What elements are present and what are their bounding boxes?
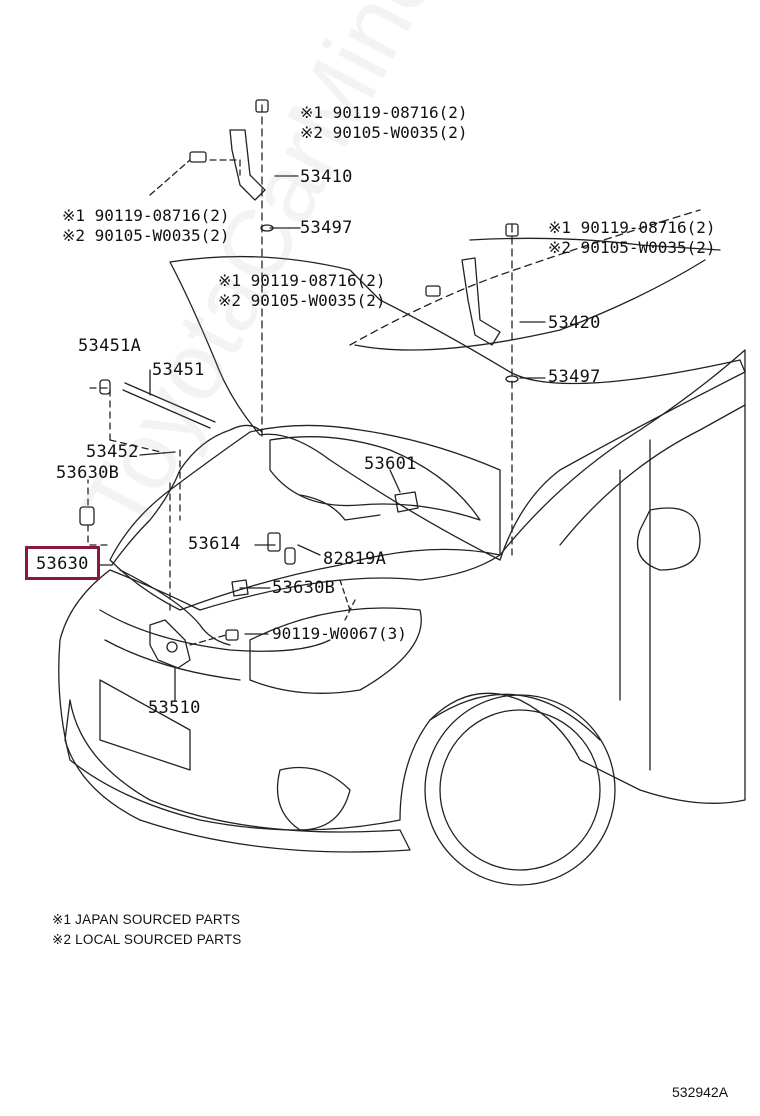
hood-panel (169, 255, 746, 561)
part-53410-label: 53410 (300, 167, 353, 187)
bolt-callout-mid-line1: ※1 90119-08716(2) (218, 271, 386, 290)
front-bumper (64, 699, 411, 853)
side-mirror (636, 507, 701, 571)
part-53510-label: 53510 (148, 698, 201, 718)
bolt-90119-W0067-label: 90119-W0067(3) (272, 624, 407, 643)
part-53630-label: 53630 (36, 554, 89, 574)
hood-lock (149, 619, 191, 669)
headlamp (249, 607, 422, 694)
car-body (58, 349, 746, 831)
bolt-callout-top-line1: ※1 90119-08716(2) (300, 103, 468, 122)
bolt-callout-right-line1: ※1 90119-08716(2) (548, 218, 716, 237)
part-53630B-lower-label: 53630B (272, 578, 336, 598)
hood-rod (122, 382, 216, 429)
part-53630B-upper-label: 53630B (56, 463, 120, 483)
part-82819A-label: 82819A (323, 549, 387, 569)
hinge-left (229, 129, 266, 201)
part-53451-label: 53451 (152, 360, 205, 380)
part-53601-label: 53601 (364, 454, 417, 474)
bolt-callout-mid-line2: ※2 90105-W0035(2) (218, 291, 386, 310)
part-53452-label: 53452 (86, 442, 139, 462)
hood-switch (394, 491, 419, 513)
engine-bay (109, 424, 501, 611)
hinge-right (461, 257, 501, 346)
bolt-callout-left-line2: ※2 90105-W0035(2) (62, 226, 230, 245)
bolt-callout-top-line2: ※2 90105-W0035(2) (300, 123, 468, 142)
footnote-local: ※2 LOCAL SOURCED PARTS (52, 932, 242, 947)
grille (99, 609, 331, 771)
part-53497-top-label: 53497 (300, 218, 353, 238)
part-53420-label: 53420 (548, 313, 601, 333)
part-53614-label: 53614 (188, 534, 241, 554)
footnote-japan: ※1 JAPAN SOURCED PARTS (52, 912, 241, 927)
release-cable (111, 424, 263, 646)
bolt-callout-right-line2: ※2 90105-W0035(2) (548, 238, 716, 257)
fog-lamp (276, 766, 351, 831)
diagram-code: 532942A (672, 1084, 729, 1100)
highlighted-part-53630[interactable]: 53630 (25, 546, 100, 580)
part-53451A-label: 53451A (78, 336, 142, 356)
bolt-callout-left-line1: ※1 90119-08716(2) (62, 206, 230, 225)
front-wheel (424, 694, 616, 886)
part-53497-right-label: 53497 (548, 367, 601, 387)
